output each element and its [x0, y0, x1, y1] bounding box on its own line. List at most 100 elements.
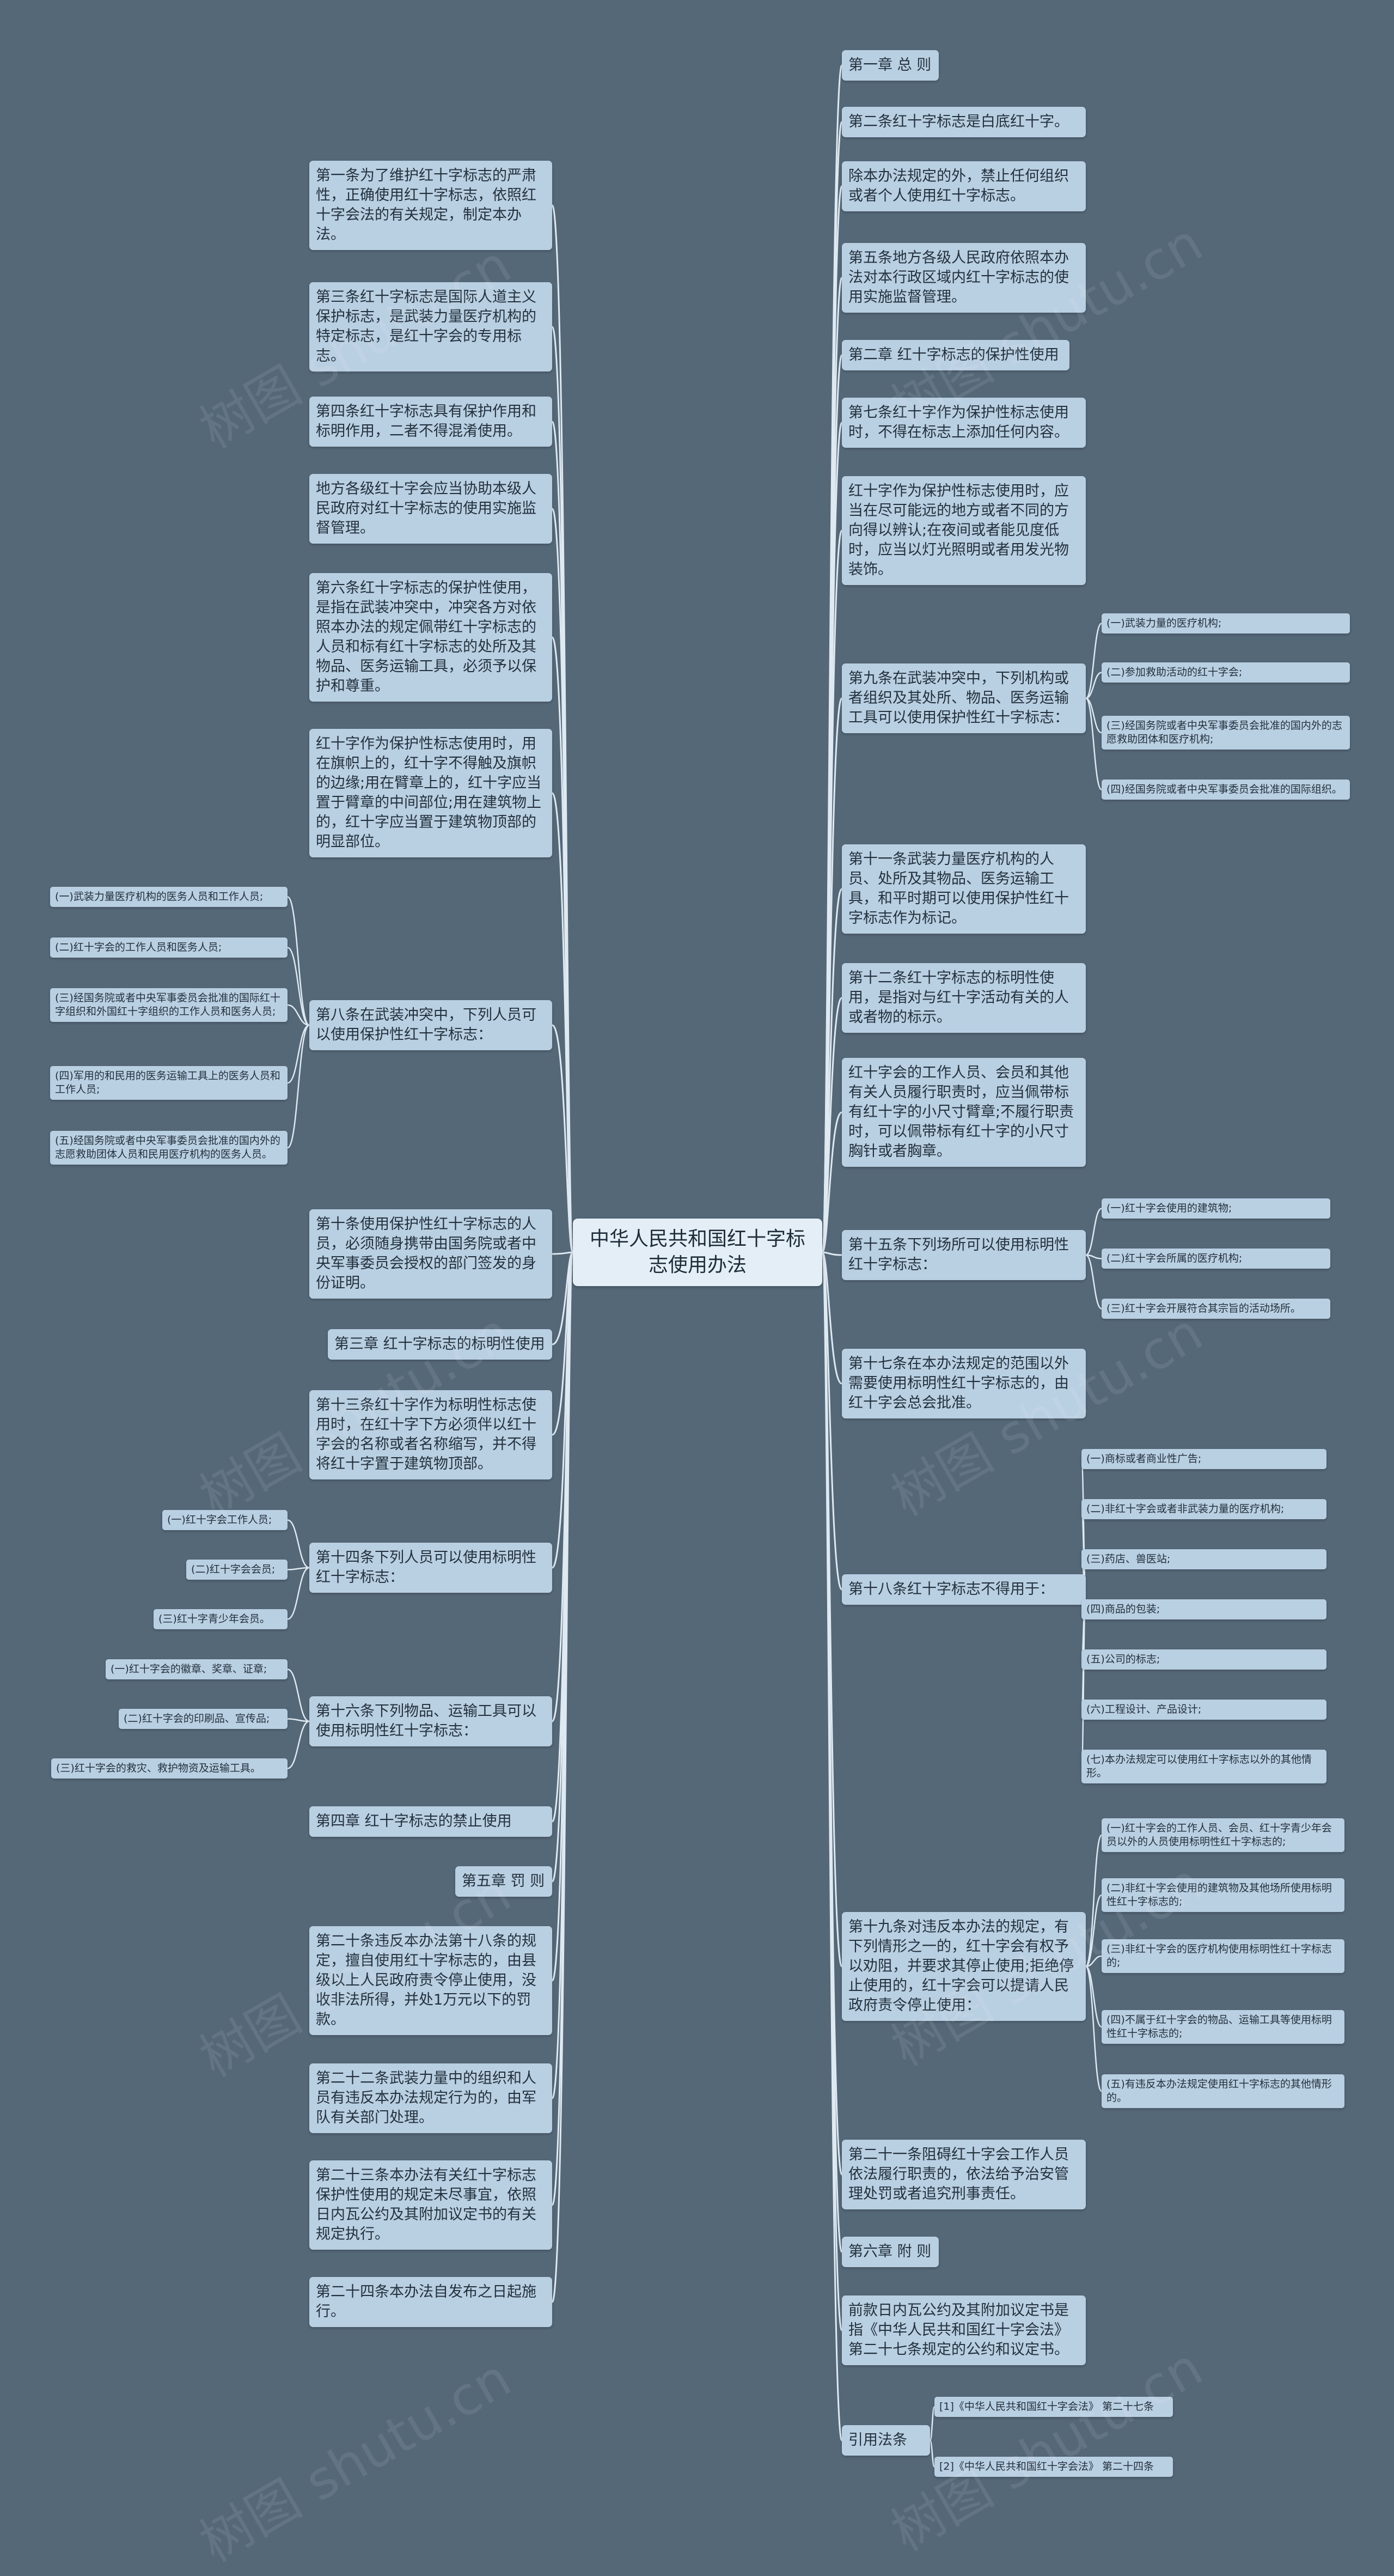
topic-left-14[interactable]: 第二十条违反本办法第十八条的规定，擅自使用红十字标志的，由县级以上人民政府责令停… — [309, 1926, 552, 2035]
subtopic-left-11-2[interactable]: (三)红十字会的救灾、救护物资及运输工具。 — [51, 1758, 288, 1779]
subtopic-right-11-0[interactable]: (一)红十字会使用的建筑物; — [1102, 1198, 1330, 1219]
connector-line — [821, 1251, 843, 2253]
topic-right-5[interactable]: 第七条红十字作为保护性标志使用时，不得在标志上添加任何内容。 — [842, 398, 1086, 448]
subtopic-right-14-2[interactable]: (三)非红十字会的医疗机构使用标明性红十字标志的; — [1102, 1939, 1344, 1973]
root-topic[interactable]: 中华人民共和国红十字标志使用办法 — [573, 1219, 822, 1286]
topic-left-2[interactable]: 第四条红十字标志具有保护作用和标明作用，二者不得混淆使用。 — [309, 397, 552, 447]
topic-left-16[interactable]: 第二十三条本办法有关红十字标志保护性使用的规定未尽事宜，依照日内瓦公约及其附加议… — [309, 2160, 552, 2250]
subtopic-right-11-1[interactable]: (二)红十字会所属的医疗机构; — [1102, 1249, 1330, 1269]
subtopic-left-6-2[interactable]: (三)经国务院或者中央军事委员会批准的国际红十字组织和外国红十字组织的工作人员和… — [50, 988, 288, 1022]
connector-line — [1085, 1965, 1102, 2028]
subtopic-right-7-2[interactable]: (三)经国务院或者中央军事委员会批准的国内外的志愿救助团体和医疗机构; — [1102, 716, 1350, 750]
subtopic-left-6-4[interactable]: (五)经国务院或者中央军事委员会批准的国内外的志愿救助团体人员和民用医疗机构的医… — [50, 1131, 288, 1165]
subtopic-right-14-0[interactable]: (一)红十字会的工作人员、会员、红十字青少年会员以外的人员使用标明性红十字标志的… — [1102, 1818, 1344, 1852]
topic-right-1[interactable]: 第二条红十字标志是白底红十字。 — [842, 107, 1086, 137]
connector-line — [821, 422, 843, 1253]
topic-right-15[interactable]: 第二十一条阻碍红十字会工作人员依法履行职责的，依法给予治安管理处罚或者追究刑事责… — [842, 2140, 1086, 2209]
topic-right-9[interactable]: 第十二条红十字标志的标明性使用，是指对与红十字活动有关的人或者物的标示。 — [842, 963, 1086, 1033]
topic-right-17[interactable]: 前款日内瓦公约及其附加议定书是指《中华人民共和国红十字会法》第二十七条规定的公约… — [842, 2295, 1086, 2365]
connector-line — [1085, 1965, 1103, 2092]
connector-line — [1080, 1458, 1087, 1591]
topic-right-3[interactable]: 第五条地方各级人民政府依照本办法对本行政区域内红十字标志的使用实施监督管理。 — [842, 243, 1086, 313]
connector-line — [551, 421, 574, 1253]
subtopic-right-18-0[interactable]: [1]《中华人民共和国红十字会法》 第二十七条 — [934, 2397, 1173, 2417]
connector-line — [551, 326, 574, 1253]
topic-left-15[interactable]: 第二十二条武装力量中的组织和人员有违反本办法规定行为的，由军队有关部门处理。 — [309, 2063, 552, 2133]
topic-left-0[interactable]: 第一条为了维护红十字标志的严肃性，正确使用红十字标志，依照红十字会法的有关规定，… — [309, 161, 552, 250]
connector-line — [551, 508, 574, 1253]
connector-line — [1085, 1254, 1102, 1259]
connector-line — [1085, 672, 1102, 699]
topic-left-12[interactable]: 第四章 红十字标志的禁止使用 — [309, 1806, 552, 1837]
topic-right-13[interactable]: 第十八条红十字标志不得用于： — [842, 1574, 1086, 1605]
subtopic-right-13-5[interactable]: (六)工程设计、产品设计; — [1081, 1700, 1326, 1720]
topic-left-9[interactable]: 第十三条红十字作为标明性标志使用时，在红十字下方必须伴以红十字会的名称或者名称缩… — [309, 1390, 552, 1479]
connector-line — [551, 1251, 574, 2206]
connector-line — [552, 1251, 574, 1345]
connector-line — [287, 1567, 310, 1570]
subtopic-left-10-2[interactable]: (三)红十字青少年会员。 — [154, 1609, 288, 1629]
topic-left-6[interactable]: 第八条在武装冲突中，下列人员可以使用保护性红十字标志： — [309, 1000, 552, 1050]
subtopic-right-13-6[interactable]: (七)本办法规定可以使用红十字标志以外的其他情形。 — [1081, 1750, 1326, 1783]
connector-line — [1085, 1208, 1102, 1256]
topic-right-0[interactable]: 第一章 总 则 — [842, 50, 939, 81]
subtopic-right-13-4[interactable]: (五)公司的标志; — [1081, 1649, 1326, 1670]
subtopic-right-13-3[interactable]: (四)商品的包装; — [1081, 1599, 1326, 1619]
topic-left-3[interactable]: 地方各级红十字会应当协助本级人民政府对红十字标志的使用实施监督管理。 — [309, 474, 552, 544]
connector-line — [551, 1251, 574, 1823]
subtopic-left-6-0[interactable]: (一)武装力量医疗机构的医务人员和工作人员; — [50, 887, 288, 907]
topic-left-1[interactable]: 第三条红十字标志是国际人道主义保护标志，是武装力量医疗机构的特定标志，是红十字会… — [309, 282, 552, 372]
subtopic-right-7-1[interactable]: (二)参加救助活动的红十字会; — [1102, 662, 1350, 683]
connector-line — [1085, 1955, 1102, 1968]
topic-right-12[interactable]: 第十七条在本办法规定的范围以外需要使用标明性红十字标志的，由红十字会总会批准。 — [842, 1349, 1086, 1418]
subtopic-left-10-1[interactable]: (二)红十字会会员; — [186, 1560, 288, 1580]
subtopic-right-7-3[interactable]: (四)经国务院或者中央军事委员会批准的国际组织。 — [1102, 780, 1350, 800]
connector-line — [821, 121, 843, 1253]
subtopic-right-14-4[interactable]: (五)有违反本办法规定使用红十字标志的其他情形的。 — [1102, 2074, 1344, 2108]
subtopic-left-6-3[interactable]: (四)军用的和民用的医务运输工具上的医务人员和工作人员; — [50, 1066, 288, 1100]
topic-right-18[interactable]: 引用法条 — [842, 2425, 930, 2456]
topic-right-4[interactable]: 第二章 红十字标志的保护性使用 — [842, 340, 1069, 370]
connector-line — [1085, 1834, 1103, 1968]
subtopic-right-13-2[interactable]: (三)药店、兽医站; — [1081, 1549, 1326, 1569]
topic-left-4[interactable]: 第六条红十字标志的保护性使用，是指在武装冲突中，冲突各方对依照本办法的规定佩带红… — [309, 573, 552, 702]
topic-left-8[interactable]: 第三章 红十字标志的标明性使用 — [328, 1329, 552, 1360]
connector-line — [287, 1718, 310, 1722]
connector-line — [287, 1720, 310, 1769]
subtopic-left-6-1[interactable]: (二)红十字会的工作人员和医务人员; — [50, 937, 288, 958]
topic-right-2[interactable]: 除本办法规定的外，禁止任何组织或者个人使用红十字标志。 — [842, 161, 1086, 211]
topic-left-17[interactable]: 第二十四条本办法自发布之日起施行。 — [309, 2277, 552, 2327]
subtopic-right-14-3[interactable]: (四)不属于红十字会的物品、运输工具等使用标明性红十字标志的; — [1102, 2010, 1344, 2044]
connector-line — [821, 354, 843, 1253]
topic-right-16[interactable]: 第六章 附 则 — [842, 2237, 939, 2267]
connector-line — [1085, 697, 1103, 790]
topic-right-6[interactable]: 红十字作为保护性标志使用时，应当在尽可能远的地方或者不同的方向得以辨认;在夜间或… — [842, 476, 1086, 585]
subtopic-right-18-1[interactable]: [2]《中华人民共和国红十字会法》 第二十四条 — [934, 2457, 1173, 2477]
connector-line — [552, 1024, 574, 1253]
subtopic-left-11-1[interactable]: (二)红十字会的印刷品、宣传品; — [119, 1709, 288, 1729]
topic-right-8[interactable]: 第十一条武装力量医疗机构的人员、处所及其物品、医务运输工具，和平时期可以使用保护… — [842, 844, 1086, 934]
subtopic-right-13-1[interactable]: (二)非红十字会或者非武装力量的医疗机构; — [1081, 1499, 1326, 1519]
connector-line — [1085, 1894, 1102, 1968]
connector-line — [551, 792, 574, 1253]
topic-right-7[interactable]: 第九条在武装冲突中，下列机构或者组织及其处所、物品、医务运输工具可以使用保护性红… — [842, 663, 1086, 733]
connector-line — [821, 1251, 843, 1968]
topic-left-13[interactable]: 第五章 罚 则 — [455, 1866, 552, 1897]
subtopic-left-11-0[interactable]: (一)红十字会的徽章、奖章、证章; — [106, 1659, 288, 1679]
subtopic-right-11-2[interactable]: (三)红十字会开展符合其宗旨的活动场所。 — [1102, 1299, 1330, 1319]
topic-left-10[interactable]: 第十四条下列人员可以使用标明性红十字标志： — [309, 1543, 552, 1593]
subtopic-right-7-0[interactable]: (一)武装力量的医疗机构; — [1102, 613, 1350, 634]
subtopic-left-10-0[interactable]: (一)红十字会工作人员; — [162, 1510, 288, 1530]
connector-line — [552, 1251, 574, 1436]
subtopic-right-14-1[interactable]: (二)非红十字会使用的建筑物及其他场所使用标明性红十字标志的; — [1102, 1878, 1344, 1912]
topic-right-11[interactable]: 第十五条下列场所可以使用标明性红十字标志： — [842, 1230, 1086, 1280]
subtopic-right-13-0[interactable]: (一)商标或者商业性广告; — [1081, 1449, 1326, 1469]
topic-left-11[interactable]: 第十六条下列物品、运输工具可以使用标明性红十字标志： — [309, 1696, 552, 1746]
connector-line — [821, 277, 843, 1253]
connector-line — [551, 1251, 574, 1722]
topic-left-5[interactable]: 红十字作为保护性标志使用时，用在旗帜上的，红十字不得触及旗帜的边缘;用在臂章上的… — [309, 729, 552, 857]
topic-right-14[interactable]: 第十九条对违反本办法的规定，有下列情形之一的，红十字会有权予以劝阻，并要求其停止… — [842, 1912, 1086, 2021]
topic-right-10[interactable]: 红十字会的工作人员、会员和其他有关人员履行职责时，应当佩带标有红十字的小尺寸臂章… — [842, 1058, 1086, 1167]
topic-left-7[interactable]: 第十条使用保护性红十字标志的人员，必须随身携带由国务院或者中央军事委员会授权的部… — [309, 1209, 552, 1299]
connector-line — [551, 1251, 574, 1883]
